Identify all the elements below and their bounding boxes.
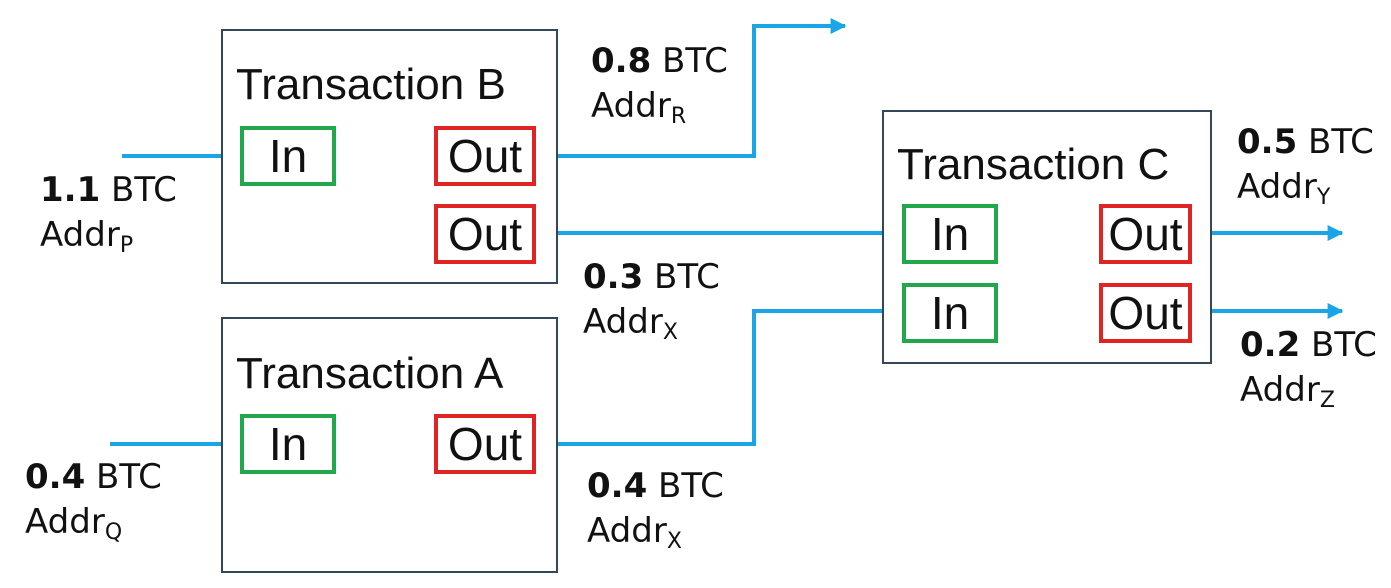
transaction-c-out-port-2: Out <box>1099 283 1192 343</box>
address-subscript: Q <box>104 519 123 545</box>
amount: 0.4 <box>25 457 86 497</box>
address: Addr <box>591 85 671 126</box>
label-a-out1: 0.4 BTC AddrX <box>587 464 724 556</box>
unit: BTC <box>654 257 720 297</box>
label-c-out2: 0.2 BTC AddrZ <box>1240 323 1377 415</box>
label-b-out2: 0.3 BTC AddrX <box>583 255 720 347</box>
unit: BTC <box>1308 122 1374 162</box>
label-b-out1: 0.8 BTC AddrR <box>591 39 728 131</box>
transaction-c-out-port-1: Out <box>1099 204 1192 264</box>
unit: BTC <box>96 457 162 497</box>
unit: BTC <box>658 466 724 506</box>
amount: 0.3 <box>583 257 644 297</box>
transaction-c-in-port-2: In <box>902 283 998 343</box>
address-subscript: Z <box>1319 387 1335 413</box>
address: Addr <box>587 510 667 551</box>
amount: 0.5 <box>1237 122 1298 162</box>
address: Addr <box>40 214 120 255</box>
transaction-a-in-port: In <box>240 414 336 474</box>
transaction-a-out-port-1: Out <box>434 414 536 474</box>
amount: 0.2 <box>1240 325 1301 365</box>
address: Addr <box>1240 369 1320 410</box>
label-a-input: 0.4 BTC AddrQ <box>25 455 162 547</box>
wire-a-out1-to-c-in2 <box>536 303 906 446</box>
label-c-out1: 0.5 BTC AddrY <box>1237 120 1374 212</box>
amount: 0.4 <box>587 466 648 506</box>
transaction-a-title: Transaction A <box>236 349 504 398</box>
amount: 1.1 <box>40 170 101 210</box>
unit: BTC <box>111 170 177 210</box>
address-subscript: Y <box>1316 184 1331 210</box>
transaction-c-title: Transaction C <box>897 140 1170 189</box>
unit: BTC <box>662 41 728 81</box>
address-subscript: X <box>666 528 682 554</box>
label-b-input: 1.1 BTC AddrP <box>40 168 177 260</box>
address-subscript: P <box>119 232 134 258</box>
address-subscript: R <box>670 103 687 129</box>
wire-b-out1 <box>536 18 847 158</box>
transaction-b-out-port-1: Out <box>434 126 536 186</box>
transaction-b-in-port: In <box>240 126 336 186</box>
transaction-c-in-port-1: In <box>902 204 998 264</box>
address: Addr <box>1237 166 1317 207</box>
address: Addr <box>583 301 663 342</box>
unit: BTC <box>1311 325 1377 365</box>
transaction-b-out-port-2: Out <box>434 204 536 264</box>
address: Addr <box>25 501 105 542</box>
transaction-b-title: Transaction B <box>236 60 506 109</box>
address-subscript: X <box>662 319 678 345</box>
amount: 0.8 <box>591 41 652 81</box>
